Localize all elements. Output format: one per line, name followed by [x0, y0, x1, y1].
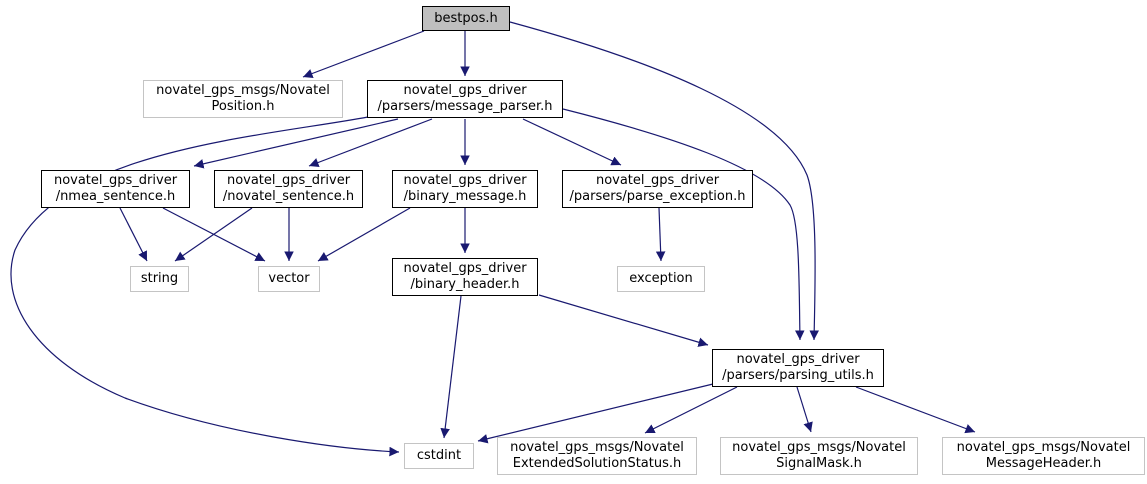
- edge-message-parser-to-nmea-sentence: [193, 118, 399, 169]
- node-label-line: string: [140, 271, 179, 286]
- node-label-line: /parsers/parse_exception.h: [569, 189, 746, 204]
- edge-message-parser-to-novatel-sentence: [308, 118, 433, 168]
- edge-message-parser-to-parsing-utils: [562, 108, 805, 341]
- node-label-line: ExtendedSolutionStatus.h: [512, 456, 682, 471]
- node-label-line: novatel_gps_msgs/Novatel: [156, 83, 330, 98]
- edge-binary-header-to-cstdint: [440, 295, 462, 439]
- edge-nmea-sentence-to-string: [119, 207, 148, 262]
- node-label-line: novatel_gps_driver: [403, 173, 527, 188]
- node-label-line: novatel_gps_driver: [403, 261, 527, 276]
- graph-node-nmea-sentence[interactable]: novatel_gps_driver/nmea_sentence.h: [41, 170, 190, 208]
- edge-parsing-utils-to-cstdint: [477, 383, 714, 444]
- edge-bestpos-to-parsing-utils: [509, 21, 819, 341]
- graph-node-parse-exception[interactable]: novatel_gps_driver/parsers/parse_excepti…: [562, 170, 753, 208]
- edge-message-parser-to-cstdint: [10, 116, 400, 457]
- node-label-line: /nmea_sentence.h: [55, 189, 176, 204]
- node-label-line: /parsers/message_parser.h: [377, 99, 553, 114]
- graph-node-vector: vector: [258, 266, 320, 292]
- node-label-line: /binary_header.h: [410, 277, 520, 292]
- edge-parsing-utils-to-extended-solution-status: [644, 386, 738, 434]
- node-label-line: novatel_gps_driver: [736, 352, 860, 367]
- edge-bestpos-to-novatel-position: [302, 30, 425, 79]
- edge-novatel-sentence-to-string: [174, 207, 253, 262]
- graph-node-string: string: [130, 266, 189, 292]
- node-label-line: vector: [268, 271, 310, 286]
- graph-node-message-parser[interactable]: novatel_gps_driver/parsers/message_parse…: [367, 80, 563, 118]
- node-label-line: SignalMask.h: [776, 456, 862, 471]
- edge-binary-header-to-parsing-utils: [538, 294, 709, 347]
- edge-binary-message-to-vector: [317, 207, 411, 262]
- node-label-line: /parsers/parsing_utils.h: [722, 368, 874, 383]
- edge-parse-exception-to-exception: [655, 207, 666, 262]
- graph-node-exception: exception: [617, 266, 705, 292]
- node-label-line: Position.h: [211, 99, 275, 114]
- node-label-line: novatel_gps_driver: [595, 173, 720, 188]
- graph-node-cstdint: cstdint: [404, 443, 474, 469]
- graph-node-novatel-sentence[interactable]: novatel_gps_driver/novatel_sentence.h: [214, 170, 363, 208]
- node-label-line: novatel_gps_msgs/Novatel: [732, 440, 906, 455]
- node-label-line: novatel_gps_msgs/Novatel: [510, 440, 684, 455]
- node-label-line: novatel_gps_driver: [226, 173, 351, 188]
- node-label-line: exception: [629, 271, 693, 286]
- graph-node-bestpos: bestpos.h: [422, 6, 510, 31]
- node-label-line: /binary_message.h: [403, 189, 527, 204]
- node-label-line: novatel_gps_driver: [403, 83, 527, 98]
- graph-node-binary-header[interactable]: novatel_gps_driver/binary_header.h: [392, 258, 538, 296]
- graph-node-binary-message[interactable]: novatel_gps_driver/binary_message.h: [392, 170, 538, 208]
- edge-parsing-utils-to-message-header: [855, 386, 976, 434]
- node-label-line: novatel_gps_msgs/Novatel: [956, 440, 1131, 455]
- node-label-line: /novatel_sentence.h: [222, 189, 355, 204]
- node-label-line: MessageHeader.h: [985, 456, 1102, 471]
- node-label-line: novatel_gps_driver: [53, 173, 178, 188]
- edge-message-parser-to-parse-exception: [522, 118, 622, 166]
- node-label-line: cstdint: [416, 448, 462, 463]
- node-label-line: bestpos.h: [434, 10, 498, 26]
- edge-parsing-utils-to-signal-mask: [796, 386, 813, 433]
- graph-node-parsing-utils[interactable]: novatel_gps_driver/parsers/parsing_utils…: [712, 349, 884, 387]
